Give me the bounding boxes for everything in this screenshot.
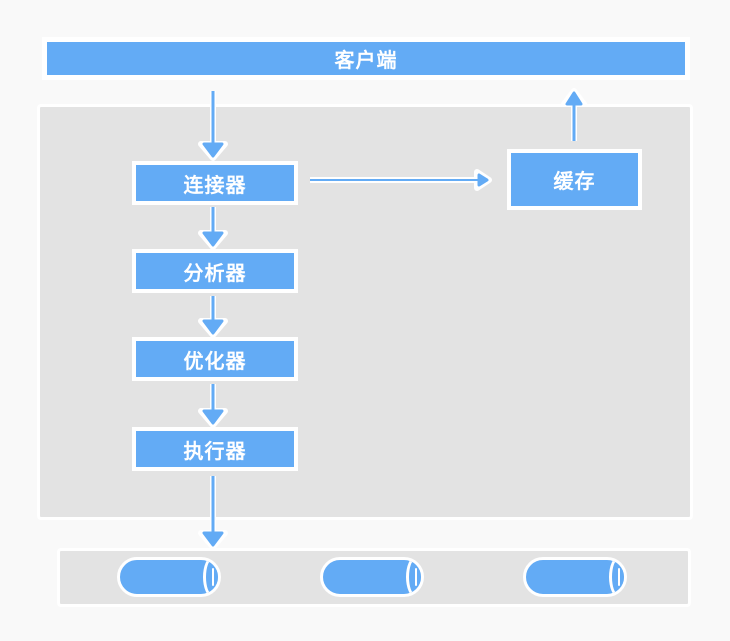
client-label: 客户端 [334, 48, 398, 72]
storage-cylinder-3 [523, 557, 627, 597]
storage-cylinder-3-cap [609, 560, 624, 594]
optimizer-label: 优化器 [183, 348, 247, 373]
storage-cylinder-2 [320, 557, 424, 597]
arrowhead-client-connector [202, 142, 224, 158]
arrowhead-optimizer-executor [202, 409, 224, 425]
analyzer-box: 分析器 [132, 249, 298, 293]
client-box: 客户端 [42, 37, 690, 80]
storage-cylinder-1-cap [203, 560, 218, 594]
optimizer-box: 优化器 [132, 337, 298, 381]
analyzer-label: 分析器 [183, 260, 247, 285]
storage-cylinder-2-cap [406, 560, 421, 594]
executor-label: 执行器 [183, 438, 247, 463]
connector-box: 连接器 [132, 161, 298, 205]
connector-label: 连接器 [183, 172, 247, 197]
cache-box: 缓存 [507, 149, 642, 210]
arrowhead-cache-client [565, 91, 583, 106]
arrowhead-analyzer-optimizer [202, 319, 224, 335]
executor-box: 执行器 [132, 427, 298, 471]
cache-label: 缓存 [553, 169, 596, 193]
arrowhead-connector-cache [477, 173, 489, 187]
arrowhead-executor-storage [202, 531, 224, 547]
storage-cylinder-1 [117, 557, 221, 597]
arrowhead-connector-analyzer [202, 231, 224, 247]
